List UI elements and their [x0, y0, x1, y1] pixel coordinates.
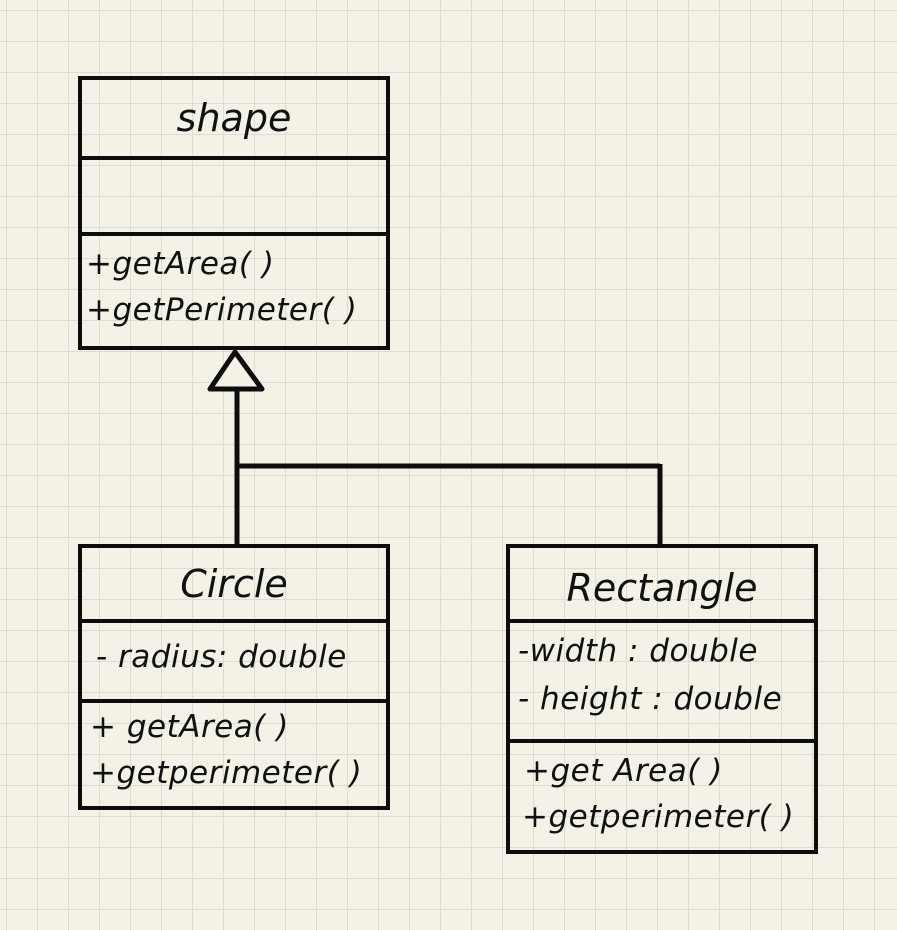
- rectangle-methods-compartment: +get Area( ) +getperimeter( ): [510, 739, 814, 850]
- shape-method-get-area: +getArea( ): [86, 246, 275, 282]
- rectangle-attribute-height: - height : double: [518, 681, 783, 717]
- rectangle-class-name: Rectangle: [566, 566, 758, 610]
- shape-attributes-compartment: [82, 156, 386, 234]
- circle-attributes-compartment: - radius: double: [82, 619, 386, 701]
- circle-method-get-area: + getArea( ): [90, 709, 289, 745]
- shape-class: shape +getArea( ) +getPerimeter( ): [78, 76, 390, 350]
- rectangle-method-get-area: +get Area( ): [524, 753, 723, 789]
- rectangle-attributes-compartment: -width : double - height : double: [510, 619, 814, 741]
- rectangle-attribute-width: -width : double: [518, 633, 758, 669]
- circle-class: Circle - radius: double + getArea( ) +ge…: [78, 544, 390, 810]
- circle-attribute-radius: - radius: double: [96, 639, 347, 675]
- shape-name-compartment: shape: [82, 80, 386, 156]
- circle-methods-compartment: + getArea( ) +getperimeter( ): [82, 699, 386, 806]
- rectangle-method-get-perimeter: +getperimeter( ): [522, 799, 795, 835]
- circle-name-compartment: Circle: [82, 548, 386, 621]
- circle-method-get-perimeter: +getperimeter( ): [90, 755, 363, 791]
- circle-class-name: Circle: [180, 562, 288, 606]
- shape-method-get-perimeter: +getPerimeter( ): [86, 292, 358, 328]
- rectangle-class: Rectangle -width : double - height : dou…: [506, 544, 818, 854]
- shape-methods-compartment: +getArea( ) +getPerimeter( ): [82, 232, 386, 346]
- rectangle-name-compartment: Rectangle: [510, 548, 814, 621]
- shape-class-name: shape: [176, 96, 292, 140]
- generalization-arrowhead: [207, 349, 265, 392]
